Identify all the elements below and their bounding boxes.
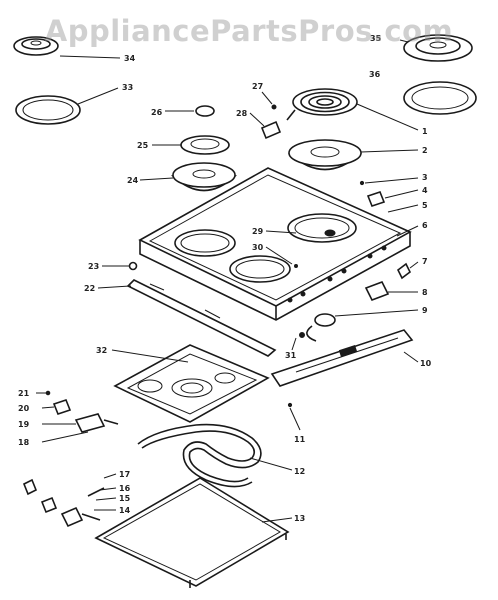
- callout-30: 30: [252, 243, 264, 252]
- part-control-panel-bracket[interactable]: [270, 329, 419, 387]
- part-bake-element[interactable]: [137, 423, 293, 488]
- part-screw-and-bracket[interactable]: [359, 177, 419, 213]
- callout-27: 27: [252, 82, 263, 91]
- part-spring-clip[interactable]: [396, 261, 419, 280]
- part-drip-pan-top-right[interactable]: [403, 34, 473, 62]
- callout-24: 24: [127, 176, 139, 185]
- part-knob-cap[interactable]: [165, 105, 215, 117]
- part-drip-bowl-left[interactable]: [139, 162, 238, 192]
- callout-25: 25: [137, 141, 149, 150]
- callout-31-upper: 31: [285, 351, 297, 360]
- part-oven-element-plate[interactable]: [111, 344, 270, 423]
- callout-9: 9: [422, 306, 428, 315]
- callout-8: 8: [422, 288, 428, 297]
- callout-33: 33: [122, 83, 133, 92]
- callout-20: 20: [18, 404, 30, 413]
- callout-1: 1: [422, 127, 428, 136]
- callout-36: 36: [369, 70, 381, 79]
- part-terminal-block-upper[interactable]: [36, 390, 119, 443]
- callout-34: 34: [124, 54, 136, 63]
- callout-14: 14: [119, 506, 131, 515]
- callout-17: 17: [119, 470, 130, 479]
- callout-23: 23: [88, 262, 99, 271]
- part-terminal-block-lower[interactable]: [22, 473, 117, 528]
- callout-10: 10: [420, 359, 432, 368]
- callout-19: 19: [18, 420, 30, 429]
- callout-35: 35: [370, 34, 382, 43]
- part-surface-element-coil[interactable]: [286, 88, 419, 131]
- callout-29: 29: [252, 227, 264, 236]
- callout-18: 18: [18, 438, 30, 447]
- callout-13: 13: [294, 514, 305, 523]
- callout-5: 5: [422, 201, 428, 210]
- callout-3: 3: [422, 173, 428, 182]
- part-trim-ring-right[interactable]: [403, 81, 477, 115]
- callout-11: 11: [294, 435, 306, 444]
- part-cooktop-main-top[interactable]: [138, 167, 419, 321]
- callout-4: 4: [422, 186, 428, 195]
- part-large-drip-bowl[interactable]: [287, 139, 419, 171]
- part-terminal-clip[interactable]: [249, 91, 282, 140]
- part-front-trim-rail[interactable]: [97, 279, 277, 357]
- part-infinite-switch[interactable]: [364, 280, 418, 302]
- part-mounting-screw[interactable]: [102, 261, 138, 271]
- callout-2: 2: [422, 146, 428, 155]
- callout-7: 7: [422, 257, 428, 266]
- callout-labels: 34 33 35 36 27 28 26 25 24 1 2 3 4 5 6 2…: [18, 34, 432, 523]
- callout-22: 22: [84, 284, 95, 293]
- part-small-drip-pan-top[interactable]: [13, 36, 59, 56]
- callout-26: 26: [151, 108, 163, 117]
- callout-15: 15: [119, 494, 131, 503]
- callout-6: 6: [422, 221, 428, 230]
- part-wire-connector[interactable]: [291, 309, 419, 351]
- callout-21: 21: [18, 389, 30, 398]
- callout-12: 12: [294, 467, 305, 476]
- part-bottom-cover-panel[interactable]: [94, 477, 293, 588]
- part-small-drip-bowl[interactable]: [152, 135, 230, 155]
- callout-28: 28: [236, 109, 248, 118]
- part-trim-ring-left[interactable]: [15, 95, 81, 125]
- callout-32: 32: [96, 346, 107, 355]
- callout-16: 16: [119, 484, 131, 493]
